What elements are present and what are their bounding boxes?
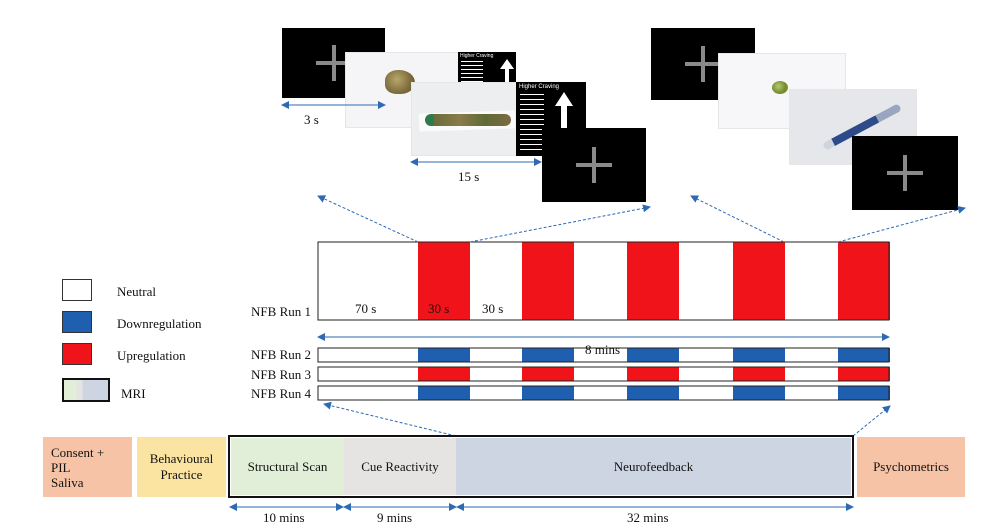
run-4-active-block-3: [627, 386, 679, 400]
run-2-active-block-1: [418, 348, 470, 362]
run-2-active-block-4: [733, 348, 785, 362]
run-3-active-block-5: [838, 367, 890, 381]
fixation-screen-2: [542, 128, 646, 202]
run-2-active-block-5: [838, 348, 890, 362]
run-1-active-block-2: [522, 242, 574, 320]
run-2-label: NFB Run 2: [251, 347, 311, 362]
run-3-active-block-3: [627, 367, 679, 381]
phase-structural-scan: Structural Scan: [231, 438, 344, 495]
expand-arrow-left-b: [469, 204, 651, 243]
run-4-label: NFB Run 4: [251, 386, 311, 401]
run-3-bar: [318, 367, 889, 381]
cannabis-joint-image: [411, 82, 519, 156]
expand-arrow-right-a: [690, 195, 785, 243]
scale-bars-large: [520, 94, 544, 152]
run-4-outline: [317, 385, 890, 401]
legend-swatch-neutral: [62, 279, 92, 301]
run-1-outline: [317, 241, 890, 321]
legend-swatch-downregulation: [62, 311, 92, 333]
run-1-label: NFB Run 1: [251, 304, 311, 319]
fixation-duration-label: 3 s: [304, 112, 319, 127]
run-4-active-block-2: [522, 386, 574, 400]
run-3-active-block-4: [733, 367, 785, 381]
run-total-duration: 8 mins: [585, 342, 621, 357]
run-2-active-block-2: [522, 348, 574, 362]
run-3-active-block-1: [418, 367, 470, 381]
phase-behavioural: Behavioural Practice: [137, 437, 226, 497]
run-1-active-block-5: [838, 242, 890, 320]
cannabis-joint-icon: [425, 114, 511, 126]
phase-neurofeedback: Neurofeedback: [456, 438, 851, 495]
up-arrow-small-icon: [500, 59, 514, 69]
run-4-active-block-4: [733, 386, 785, 400]
expand-arrow-left-a: [317, 195, 419, 243]
run-1-active-block-1: [418, 242, 470, 320]
legend-swatch-mri: [62, 378, 110, 402]
up-arrow-large-icon: [555, 92, 573, 106]
expand-arrow-nfb-right: [852, 405, 891, 437]
structural-duration-label: 10 mins: [263, 510, 305, 525]
craving-label-small: Higher Craving: [460, 53, 494, 59]
run-2-active-block-3: [627, 348, 679, 362]
run-1-active-block-3: [627, 242, 679, 320]
cannabis-bud-icon: [385, 70, 415, 94]
run-3-outline: [317, 366, 890, 382]
legend-swatch-upregulation: [62, 343, 92, 365]
run-2-outline: [317, 347, 890, 363]
phase-cue-reactivity: Cue Reactivity: [344, 438, 456, 495]
run-4-active-block-5: [838, 386, 890, 400]
craving-label-large: Higher Craving: [519, 84, 560, 90]
legend-label-upregulation: Upregulation: [117, 348, 186, 363]
mri-session-frame: [228, 435, 854, 498]
run-1-bar: [318, 242, 889, 320]
green-object-icon: [772, 81, 788, 94]
run-1-active-block-4: [733, 242, 785, 320]
phase-psychometrics: Psychometrics: [857, 437, 965, 497]
legend-label-mri: MRI: [121, 386, 146, 401]
phase-consent: Consent + PIL Saliva: [43, 437, 132, 497]
run-4-bar: [318, 386, 889, 400]
run-4-active-block-1: [418, 386, 470, 400]
block-neutral-duration: 70 s: [355, 301, 377, 316]
image-duration-label: 15 s: [458, 169, 480, 184]
block-active-duration: 30 s: [428, 301, 450, 316]
fixation-screen-4: [852, 136, 958, 210]
expand-arrow-nfb-left: [323, 401, 457, 437]
run-3-active-block-2: [522, 367, 574, 381]
legend-label-neutral: Neutral: [117, 284, 156, 299]
run-3-label: NFB Run 3: [251, 367, 311, 382]
block-rest-duration: 30 s: [482, 301, 504, 316]
expand-arrow-right-b: [837, 205, 966, 243]
nfb-duration-label: 32 mins: [627, 510, 669, 525]
legend-label-downregulation: Downregulation: [117, 316, 202, 331]
cue-duration-label: 9 mins: [377, 510, 413, 525]
